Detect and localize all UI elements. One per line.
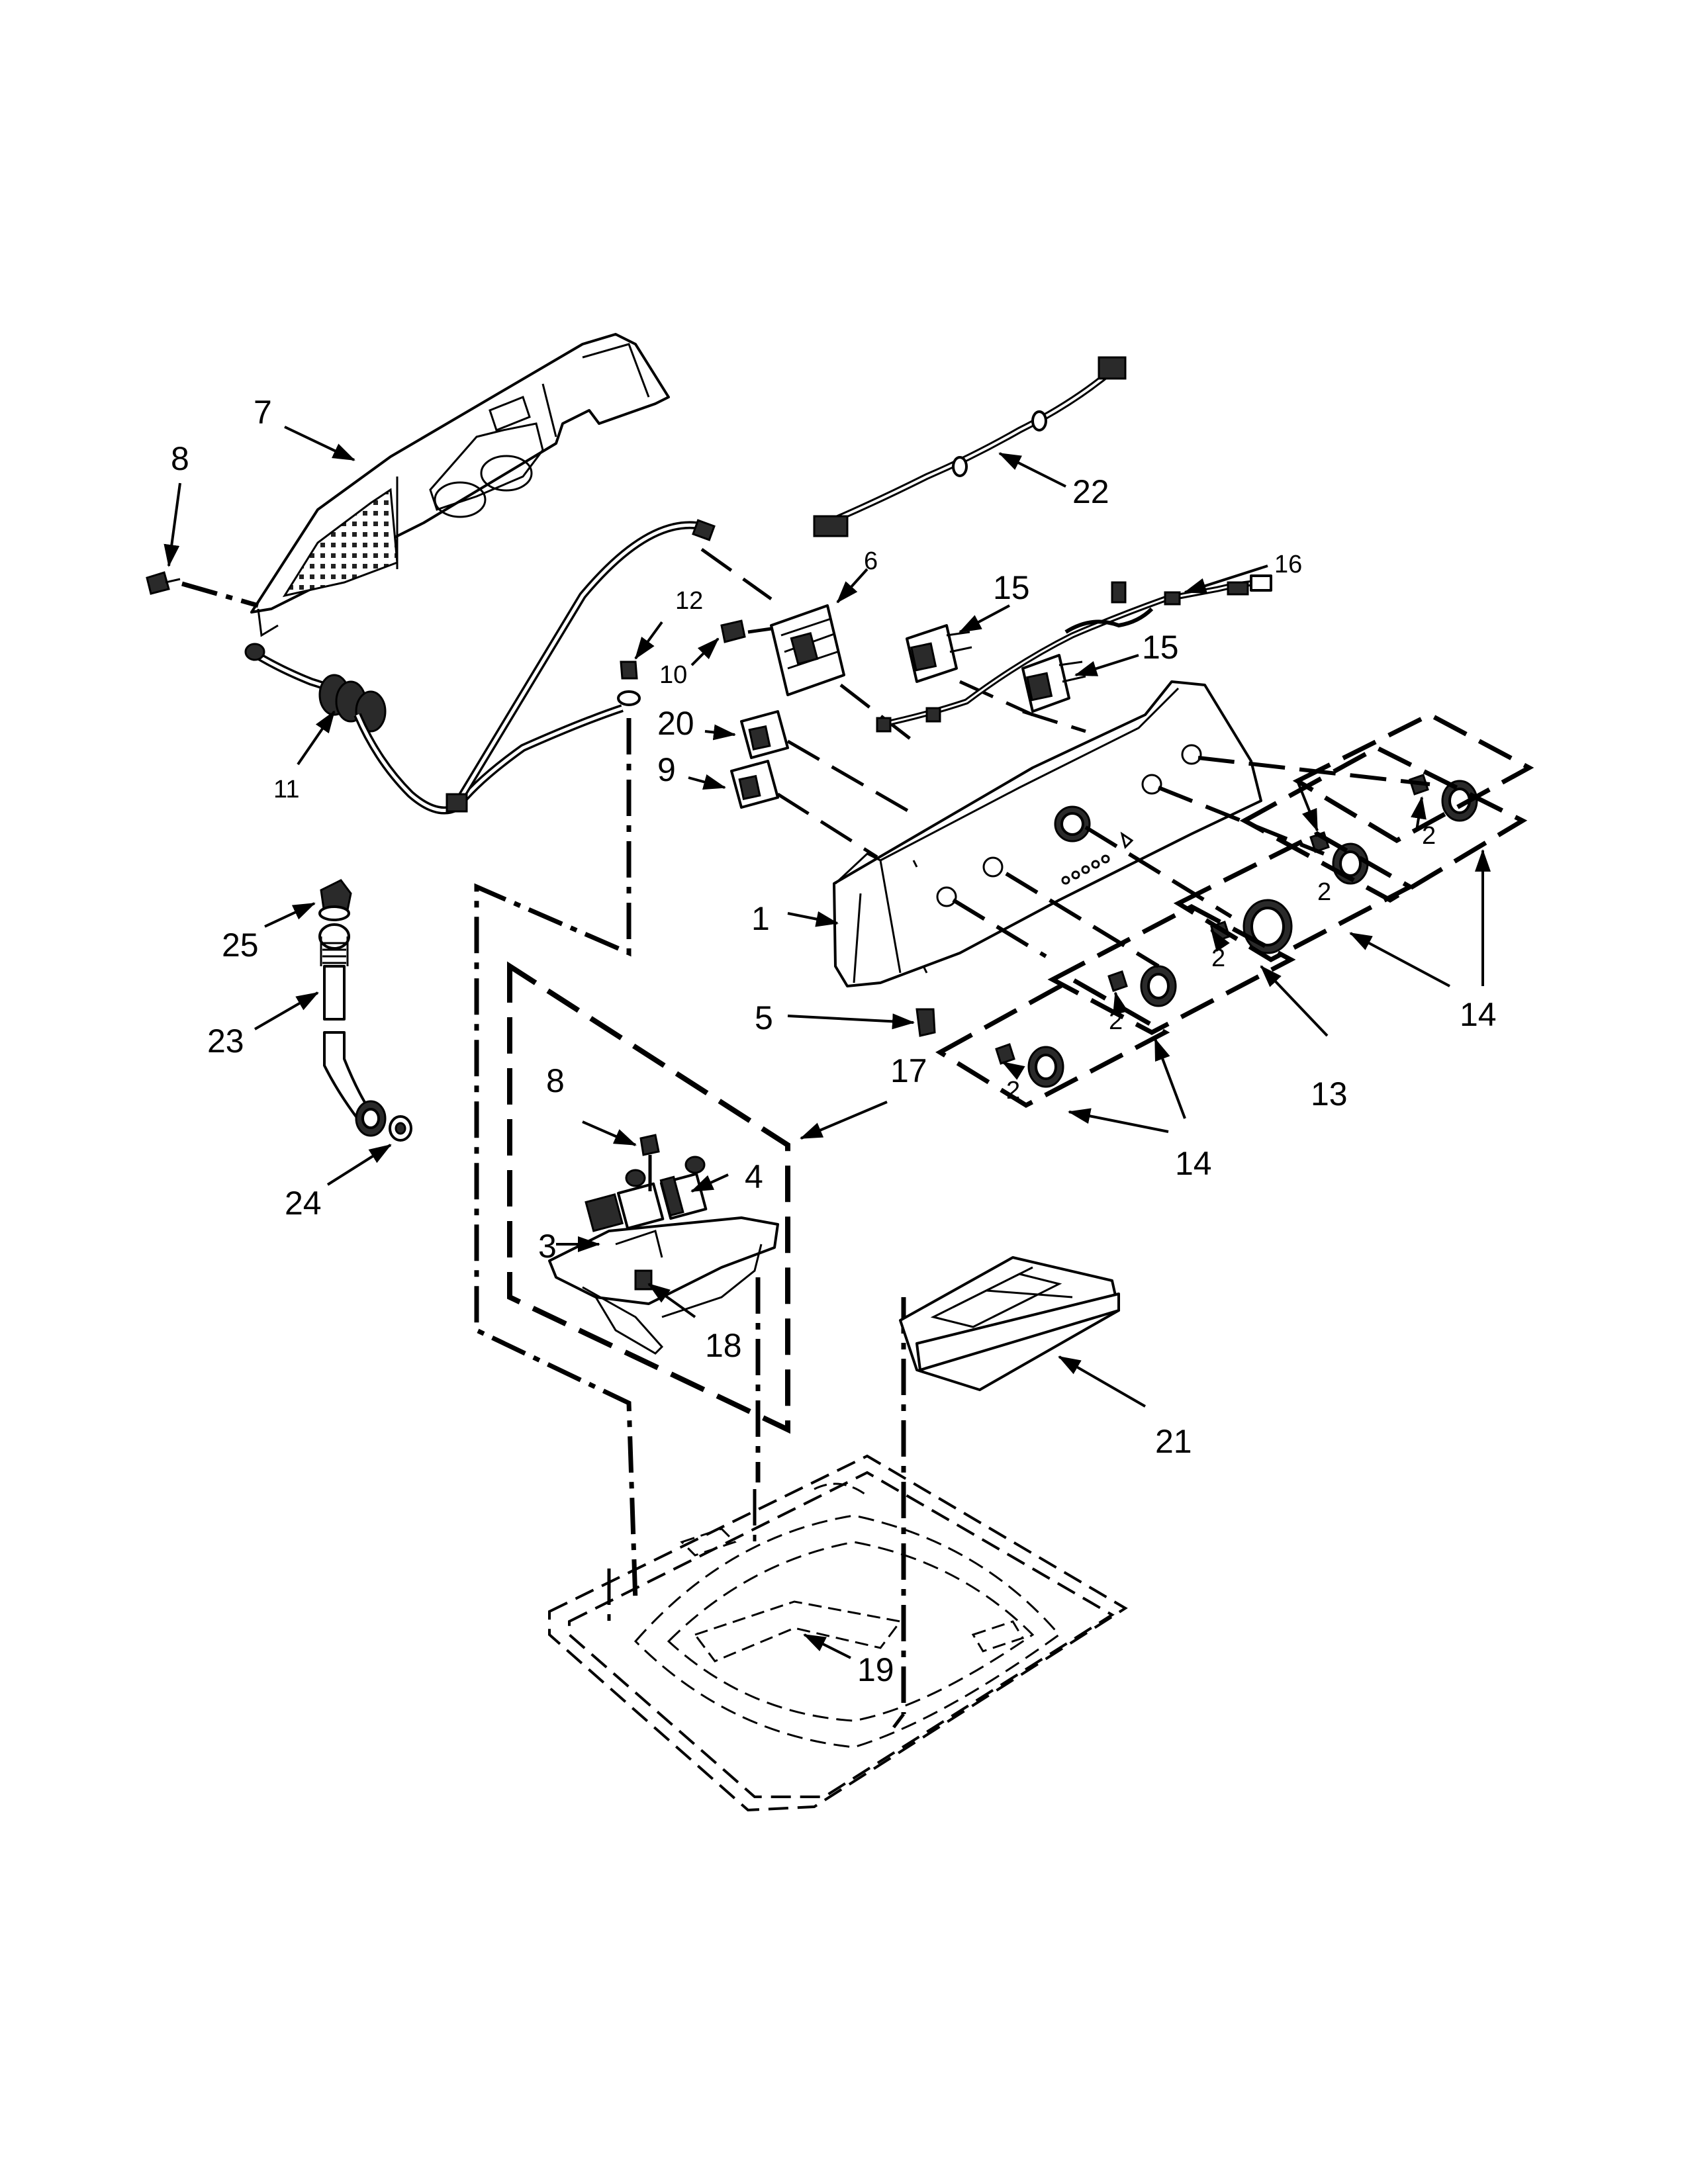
callout-labels: 7 8 11 12 10 6 22 16 15 15 20 9 1 5 25 2… xyxy=(171,394,1497,1688)
switch-9 xyxy=(730,760,878,859)
wire-harness-16 xyxy=(876,574,1272,733)
knob-2b xyxy=(1107,965,1177,1007)
knob-2a xyxy=(995,1043,1064,1088)
wire-harness xyxy=(244,519,716,815)
switch-15-a xyxy=(906,624,1034,717)
dispenser-drawer xyxy=(899,1256,1120,1391)
switch-20 xyxy=(740,710,915,816)
callout-25: 25 xyxy=(222,927,259,964)
console-rear-panel xyxy=(250,333,670,637)
washer-24 xyxy=(389,1115,412,1142)
knob-2d xyxy=(1409,774,1478,822)
screw-10 xyxy=(720,619,772,643)
callout-14-bottom: 14 xyxy=(1175,1145,1212,1182)
callout-2-a: 2 xyxy=(1006,1077,1020,1105)
callout-13: 13 xyxy=(1311,1075,1348,1113)
wire-harness-22 xyxy=(813,356,1127,537)
callout-8-valve: 8 xyxy=(546,1062,565,1099)
callout-2-c: 2 xyxy=(1211,944,1225,972)
callout-20: 20 xyxy=(657,705,694,742)
callout-14-right: 14 xyxy=(1460,996,1497,1033)
callout-3: 3 xyxy=(538,1228,557,1265)
callout-8-top: 8 xyxy=(171,440,189,477)
water-valve-assembly xyxy=(548,1156,779,1355)
callout-17: 17 xyxy=(890,1052,927,1089)
clip-5 xyxy=(915,1008,936,1037)
hose-cap-25 xyxy=(318,879,352,921)
valve-box-outlines xyxy=(474,718,906,1714)
knob-2c xyxy=(1309,831,1369,885)
callout-6: 6 xyxy=(864,547,878,575)
callout-9: 9 xyxy=(657,751,676,788)
leader-lines xyxy=(164,426,1491,1659)
callout-22: 22 xyxy=(1072,473,1109,510)
callout-2-b: 2 xyxy=(1109,1007,1123,1035)
callout-19: 19 xyxy=(857,1651,894,1688)
screw-12 xyxy=(617,660,641,706)
callout-21: 21 xyxy=(1155,1423,1192,1460)
knob-group xyxy=(995,774,1478,1088)
switch-15-b xyxy=(1021,654,1086,733)
callout-4: 4 xyxy=(745,1158,763,1195)
callout-2-e: 2 xyxy=(1422,822,1436,850)
control-board xyxy=(700,547,915,743)
screw-8-top xyxy=(146,571,259,608)
callout-16: 16 xyxy=(1274,551,1302,578)
callout-10: 10 xyxy=(659,661,687,689)
callout-23: 23 xyxy=(207,1023,244,1060)
callout-24: 24 xyxy=(285,1185,322,1222)
console-panel xyxy=(833,680,1262,987)
cabinet-top xyxy=(548,1454,1128,1812)
callout-11: 11 xyxy=(273,776,299,803)
callout-15-b: 15 xyxy=(1142,629,1179,666)
callout-5: 5 xyxy=(755,999,773,1036)
hose-23 xyxy=(318,923,387,1137)
callout-7: 7 xyxy=(254,394,272,431)
callout-12: 12 xyxy=(675,587,703,615)
screw-8-valve xyxy=(639,1134,660,1191)
callout-18: 18 xyxy=(705,1327,742,1364)
callout-15-a: 15 xyxy=(993,569,1030,606)
callout-1: 1 xyxy=(751,900,770,937)
callout-2-d: 2 xyxy=(1317,878,1331,906)
